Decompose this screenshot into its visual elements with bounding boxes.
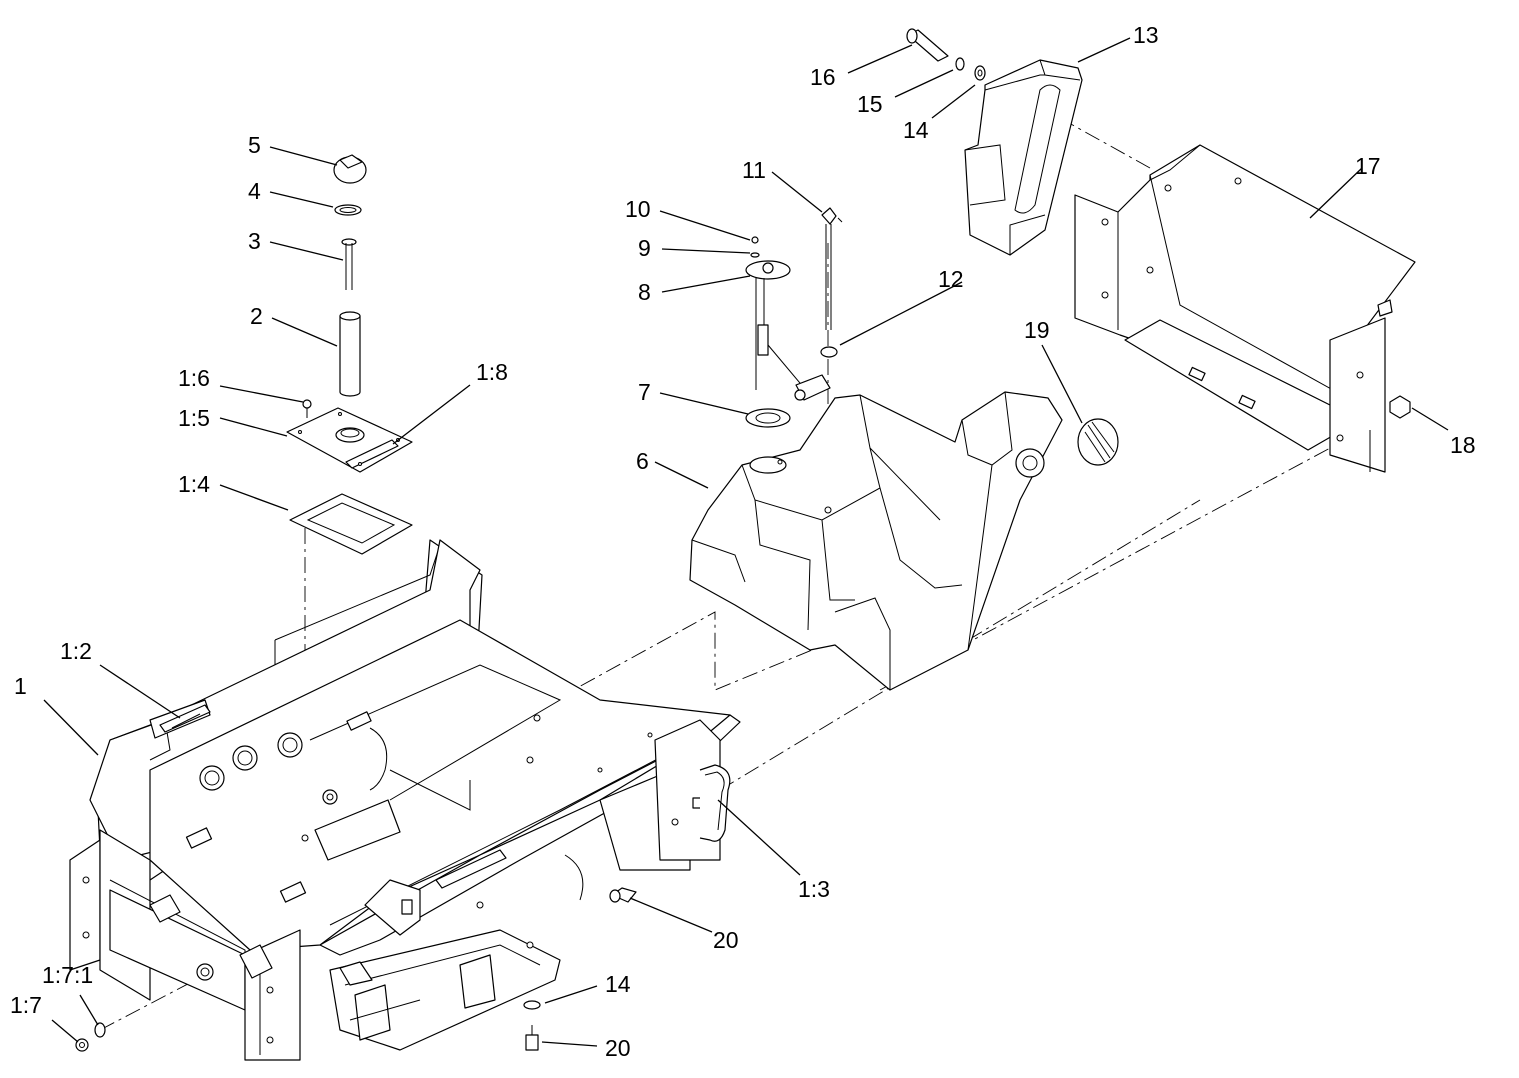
callout-1-5: 1:5 (178, 405, 210, 431)
callout-11: 11 (742, 157, 766, 183)
callout-15: 15 (857, 91, 883, 117)
sender-screw (750, 236, 760, 258)
callout-1-7-1: 1:7:1 (42, 962, 93, 988)
callout-8: 8 (638, 279, 651, 305)
lower-bolts (523, 887, 637, 1051)
sender-gasket (745, 408, 791, 428)
callout-6: 6 (636, 448, 649, 474)
fuel-sender (745, 260, 831, 401)
callout-13: 13 (1133, 22, 1159, 48)
callout-20-bottom: 20 (605, 1035, 631, 1061)
callout-3: 3 (248, 228, 261, 254)
grommet (820, 346, 838, 358)
main-frame (69, 539, 741, 1061)
callout-1-2: 1:2 (60, 638, 92, 664)
callout-12: 12 (938, 266, 964, 292)
callout-1-4: 1:4 (178, 471, 210, 497)
drain-plug (75, 1022, 106, 1052)
callout-17: 17 (1355, 153, 1381, 179)
callout-4: 4 (248, 178, 261, 204)
fuel-cap (1077, 418, 1119, 466)
callout-14-top: 14 (903, 117, 929, 143)
callout-16: 16 (810, 64, 836, 90)
leader-lines (43, 37, 1449, 1047)
callout-7: 7 (638, 379, 651, 405)
plate-gasket (289, 493, 413, 555)
callout-9: 9 (638, 235, 651, 261)
fuel-tank (689, 391, 1063, 691)
top-plate (286, 399, 413, 473)
tank-cushion (964, 59, 1083, 256)
callout-1-3: 1:3 (798, 876, 830, 902)
callout-19: 19 (1024, 317, 1050, 343)
nut (1389, 395, 1411, 419)
callout-1-6: 1:6 (178, 365, 210, 391)
bolt-and-washers (906, 28, 986, 81)
callout-labels: 1 1:2 1:3 1:4 1:5 1:6 1:7 1:7:1 1:8 2 3 … (10, 22, 1476, 1061)
vent-fitting (821, 207, 843, 330)
callout-1-7: 1:7 (10, 992, 42, 1018)
callout-18: 18 (1450, 432, 1476, 458)
callout-10: 10 (625, 196, 651, 222)
callout-1-8: 1:8 (476, 359, 508, 385)
callout-14-bottom: 14 (605, 971, 631, 997)
callout-2: 2 (250, 303, 263, 329)
fill-tube-stack (333, 154, 367, 397)
fuel-tank-bracket (1074, 144, 1416, 473)
callout-20-right: 20 (713, 927, 739, 953)
callout-5: 5 (248, 132, 261, 158)
callout-1: 1 (14, 673, 27, 699)
